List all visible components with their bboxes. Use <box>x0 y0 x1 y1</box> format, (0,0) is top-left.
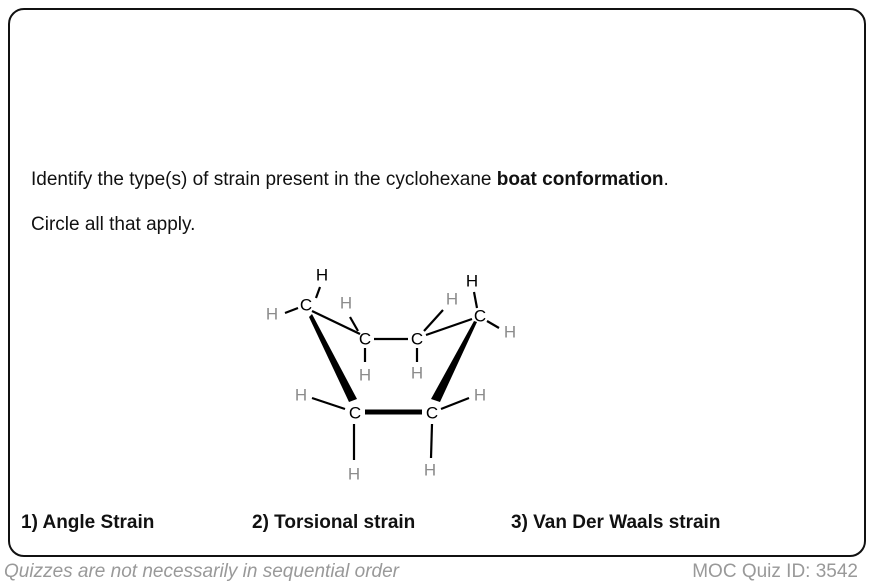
atoms: C C C C C C H H H H H H H H H H H H <box>266 266 516 484</box>
bond <box>284 306 299 315</box>
hydrogen-label: H <box>316 266 328 285</box>
hydrogen-label: H <box>411 364 423 383</box>
question-prefix: Identify the type(s) of strain present i… <box>31 169 497 190</box>
wedge-bond <box>431 321 477 402</box>
quiz-card <box>8 8 866 557</box>
option-torsional-strain[interactable]: 2) Torsional strain <box>252 512 416 533</box>
question-suffix: . <box>663 169 669 190</box>
bond <box>311 310 361 335</box>
option-van-der-waals-strain[interactable]: 3) Van Der Waals strain <box>511 512 721 533</box>
wedge-bond <box>309 314 357 402</box>
bonds <box>284 286 500 460</box>
bond <box>425 317 473 337</box>
hydrogen-label: H <box>266 305 278 324</box>
hydrogen-label: H <box>295 386 307 405</box>
quiz-id: MOC Quiz ID: 3542 <box>692 561 858 582</box>
carbon-label: C <box>474 307 486 326</box>
bond <box>472 291 479 309</box>
carbon-label: C <box>426 404 438 423</box>
hydrogen-label: H <box>474 386 486 405</box>
bond <box>440 396 470 411</box>
bond <box>486 320 500 329</box>
hydrogen-label: H <box>359 366 371 385</box>
hydrogen-label: H <box>340 294 352 313</box>
instruction-text: Circle all that apply. <box>31 214 196 235</box>
hydrogen-label: H <box>348 465 360 484</box>
hydrogen-label: H <box>504 323 516 342</box>
option-angle-strain[interactable]: 1) Angle Strain <box>21 512 155 533</box>
question-bold: boat conformation <box>496 169 664 190</box>
bond <box>314 286 322 299</box>
carbon-label: C <box>349 404 361 423</box>
bond <box>349 316 359 332</box>
bond <box>429 423 434 459</box>
footer-note: Quizzes are not necessarily in sequentia… <box>4 561 399 582</box>
carbon-label: C <box>411 330 423 349</box>
hydrogen-label: H <box>466 272 478 291</box>
bond <box>423 309 444 332</box>
carbon-label: C <box>300 296 312 315</box>
carbon-label: C <box>359 330 371 349</box>
question-text: Identify the type(s) of strain present i… <box>31 169 669 191</box>
bond <box>311 396 346 411</box>
hydrogen-label: H <box>446 290 458 309</box>
hydrogen-label: H <box>424 461 436 480</box>
